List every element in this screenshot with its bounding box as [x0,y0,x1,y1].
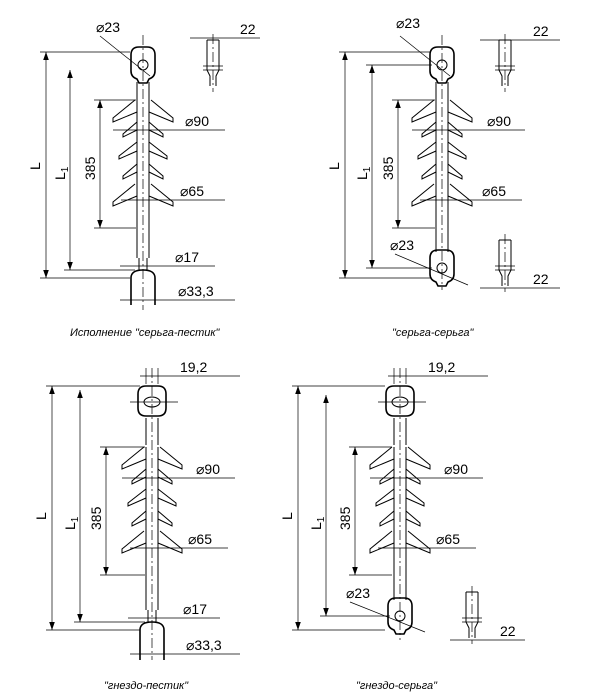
dim-d23-4: ⌀23 [346,585,370,601]
caption-socket-clevis: "гнездо-серьга" [356,680,438,692]
dim-385-3: 385 [88,506,104,530]
dim-d23-2: ⌀23 [396,15,420,31]
dim-l-2: L [326,162,342,170]
dim-d17-3: ⌀17 [183,601,207,617]
dim-d65-3: ⌀65 [188,531,212,547]
dim-d90-3: ⌀90 [196,461,220,477]
dim-22-4: 22 [500,623,516,639]
dim-d65: ⌀65 [180,183,204,199]
dim-d33: ⌀33,3 [178,283,214,299]
drawing-socket-ball: L L1 385 19,2 ⌀90 ⌀65 ⌀17 ⌀33,3 "гнездо-… [33,359,240,692]
dim-19-2-4: 19,2 [428,359,455,375]
dim-d23-2b: ⌀23 [390,237,414,253]
dim-l-4: L [279,512,295,520]
dim-d90: ⌀90 [185,113,209,129]
dim-l1: L1 [52,166,71,180]
dim-d65-4: ⌀65 [436,531,460,547]
caption-clevis-ball: Исполнение "серьга-пестик" [70,327,221,339]
dim-l1-3: L1 [62,516,81,530]
dim-22: 22 [240,21,256,37]
dim-385-4: 385 [337,506,353,530]
dim-385: 385 [82,156,98,180]
dim-d90-4: ⌀90 [444,461,468,477]
dim-19-2: 19,2 [180,359,207,375]
dim-d65-2: ⌀65 [482,183,506,199]
dim-l: L [27,162,43,170]
dim-d90-2: ⌀90 [487,113,511,129]
drawing-socket-clevis: L L1 385 19,2 ⌀90 ⌀65 ⌀23 22 "гнездо-сер… [279,359,525,692]
caption-socket-ball: "гнездо-пестик" [104,680,189,692]
dim-22-2: 22 [533,23,549,39]
drawing-clevis-ball: L L1 385 ⌀23 22 ⌀90 ⌀65 ⌀17 ⌀33,3 Исполн… [27,19,260,339]
dim-22-2b: 22 [533,271,549,287]
drawing-clevis-clevis: L L1 385 ⌀23 22 ⌀90 ⌀65 ⌀23 22 "серьга-с… [326,15,560,339]
dim-l-3: L [33,512,49,520]
dim-d33-3: ⌀33,3 [186,637,222,653]
dim-d23: ⌀23 [96,19,120,35]
dim-385-2: 385 [380,156,396,180]
caption-clevis-clevis: "серьга-серьга" [392,327,474,339]
dim-l1-2: L1 [354,166,373,180]
dim-d17: ⌀17 [175,249,199,265]
dim-l1-4: L1 [308,516,327,530]
